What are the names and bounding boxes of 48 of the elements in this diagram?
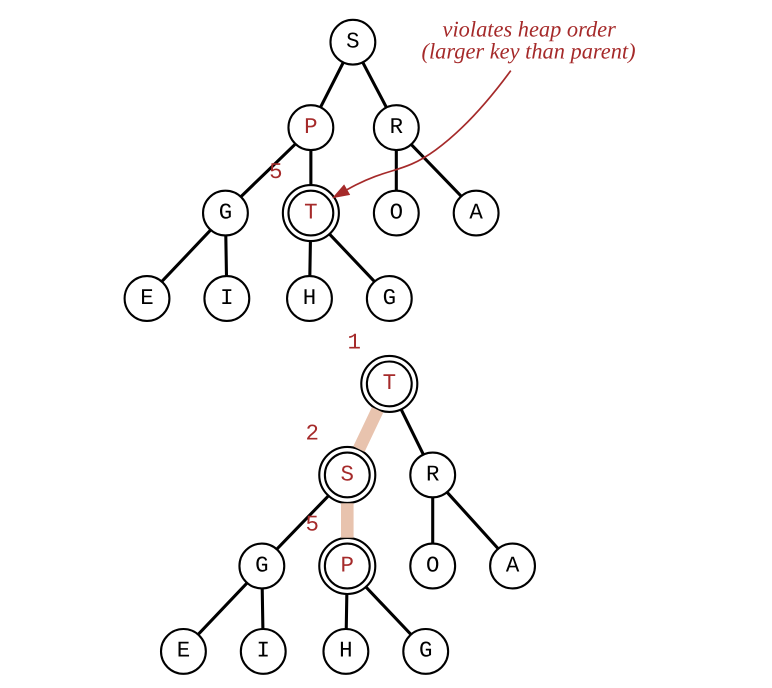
node-text: violates heap order (larger key than parent) — [421, 16, 636, 64]
connector — [260, 588, 264, 629]
connector — [224, 236, 228, 276]
node-circle: G — [238, 542, 285, 590]
node-circle: I — [202, 275, 250, 322]
node-circle: E — [159, 628, 206, 675]
connector — [160, 228, 212, 282]
connector — [308, 241, 312, 276]
node-label: 5 — [268, 158, 282, 185]
node-circle: O — [408, 542, 456, 590]
connector — [328, 232, 376, 283]
node-label: 2 — [305, 420, 318, 447]
node-label: 5 — [305, 512, 318, 538]
node-circle: H — [322, 628, 369, 675]
node-circle: G — [201, 190, 248, 237]
connector — [318, 62, 344, 108]
connector — [446, 492, 499, 550]
node-circle: S — [318, 446, 376, 504]
connector — [399, 408, 424, 455]
node-circle: G — [402, 628, 449, 675]
connector — [410, 144, 462, 198]
node-circle: P — [286, 104, 334, 152]
node-circle: G — [365, 275, 412, 322]
connector — [394, 150, 398, 190]
node-circle: A — [488, 542, 536, 590]
node-circle: O — [372, 190, 420, 237]
connector — [308, 150, 312, 185]
connector — [340, 503, 354, 538]
node-circle: H — [286, 275, 332, 322]
node-circle: I — [239, 628, 286, 675]
node-circle: R — [372, 104, 420, 152]
node-circle: R — [408, 452, 456, 498]
node-circle: T — [281, 184, 340, 242]
connector — [239, 143, 296, 198]
node-circle: T — [360, 354, 418, 413]
connector — [344, 594, 348, 629]
node-circle: A — [452, 190, 500, 237]
connector — [275, 494, 329, 550]
node-circle: S — [328, 18, 376, 66]
arrow — [332, 70, 511, 198]
connector — [352, 407, 383, 452]
node-circle: E — [123, 275, 170, 322]
node-label: 1 — [347, 330, 361, 356]
node-circle: P — [318, 536, 376, 596]
connector — [197, 582, 248, 636]
connector — [364, 586, 412, 636]
connector — [360, 62, 388, 108]
connector — [430, 498, 434, 544]
